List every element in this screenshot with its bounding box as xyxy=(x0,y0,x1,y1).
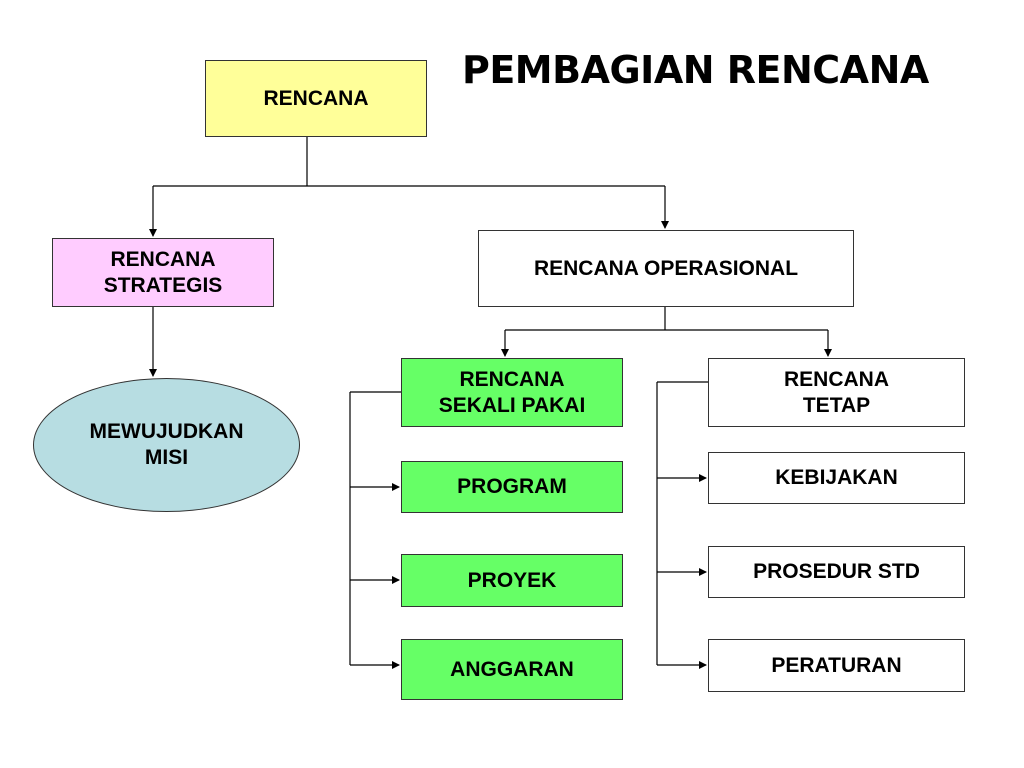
node-prosedur-std: PROSEDUR STD xyxy=(708,546,965,598)
node-anggaran: ANGGARAN xyxy=(401,639,623,700)
node-proyek: PROYEK xyxy=(401,554,623,607)
node-rencana-sekali-pakai: RENCANA SEKALI PAKAI xyxy=(401,358,623,427)
node-mewujudkan-misi: MEWUJUDKAN MISI xyxy=(33,378,300,512)
node-rencana-tetap: RENCANA TETAP xyxy=(708,358,965,427)
node-kebijakan: KEBIJAKAN xyxy=(708,452,965,504)
node-rencana-strategis: RENCANA STRATEGIS xyxy=(52,238,274,307)
page-title: PEMBAGIAN RENCANA xyxy=(462,48,929,92)
node-rencana: RENCANA xyxy=(205,60,427,137)
node-rencana-operasional: RENCANA OPERASIONAL xyxy=(478,230,854,307)
node-peraturan: PERATURAN xyxy=(708,639,965,692)
node-program: PROGRAM xyxy=(401,461,623,513)
